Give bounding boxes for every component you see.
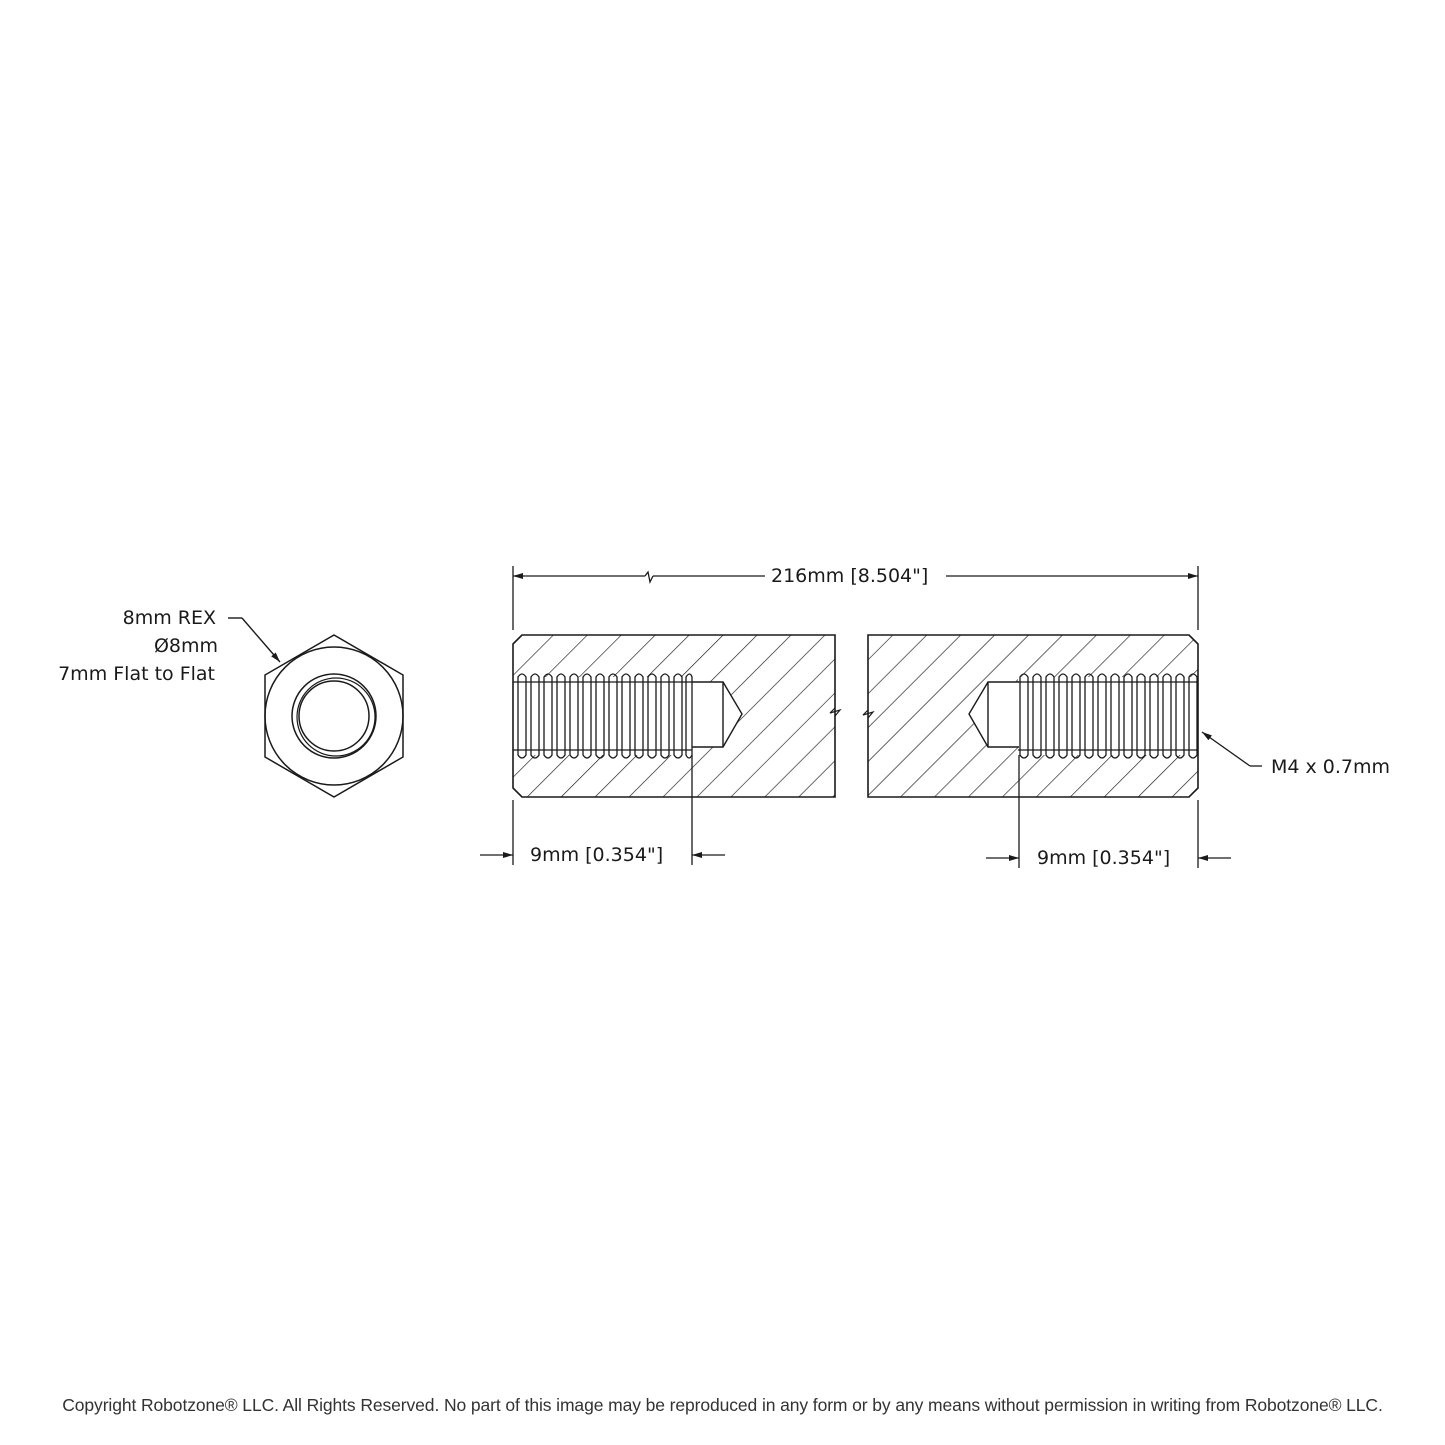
bore-circle — [298, 680, 370, 752]
hex-outline — [264, 634, 404, 798]
end-view-callout-diameter: Ø8mm — [153, 635, 218, 657]
side-view-left — [512, 634, 842, 798]
thread-spec-callout: M4 x 0.7mm — [1271, 756, 1391, 778]
left-thread-crests — [513, 673, 693, 759]
left-thread-depth-dimension: 9mm [0.354"] — [530, 844, 664, 866]
outer-circle — [264, 646, 404, 786]
end-view-callout-flat: 7mm Flat to Flat — [58, 663, 215, 685]
end-view-hex — [264, 634, 404, 798]
dimension-lines — [480, 566, 1262, 868]
overall-length-dimension: 216mm [8.504"] — [771, 565, 929, 587]
end-view-callout-type: 8mm REX — [122, 607, 216, 629]
thread-major-circle — [291, 673, 377, 759]
end-view-leader — [228, 617, 281, 663]
copyright-footer: Copyright Robotzone® LLC. All Rights Res… — [62, 1395, 1383, 1415]
side-view-right — [862, 634, 1199, 798]
right-thread-crests — [1018, 673, 1198, 759]
right-thread-depth-dimension: 9mm [0.354"] — [1037, 847, 1171, 869]
